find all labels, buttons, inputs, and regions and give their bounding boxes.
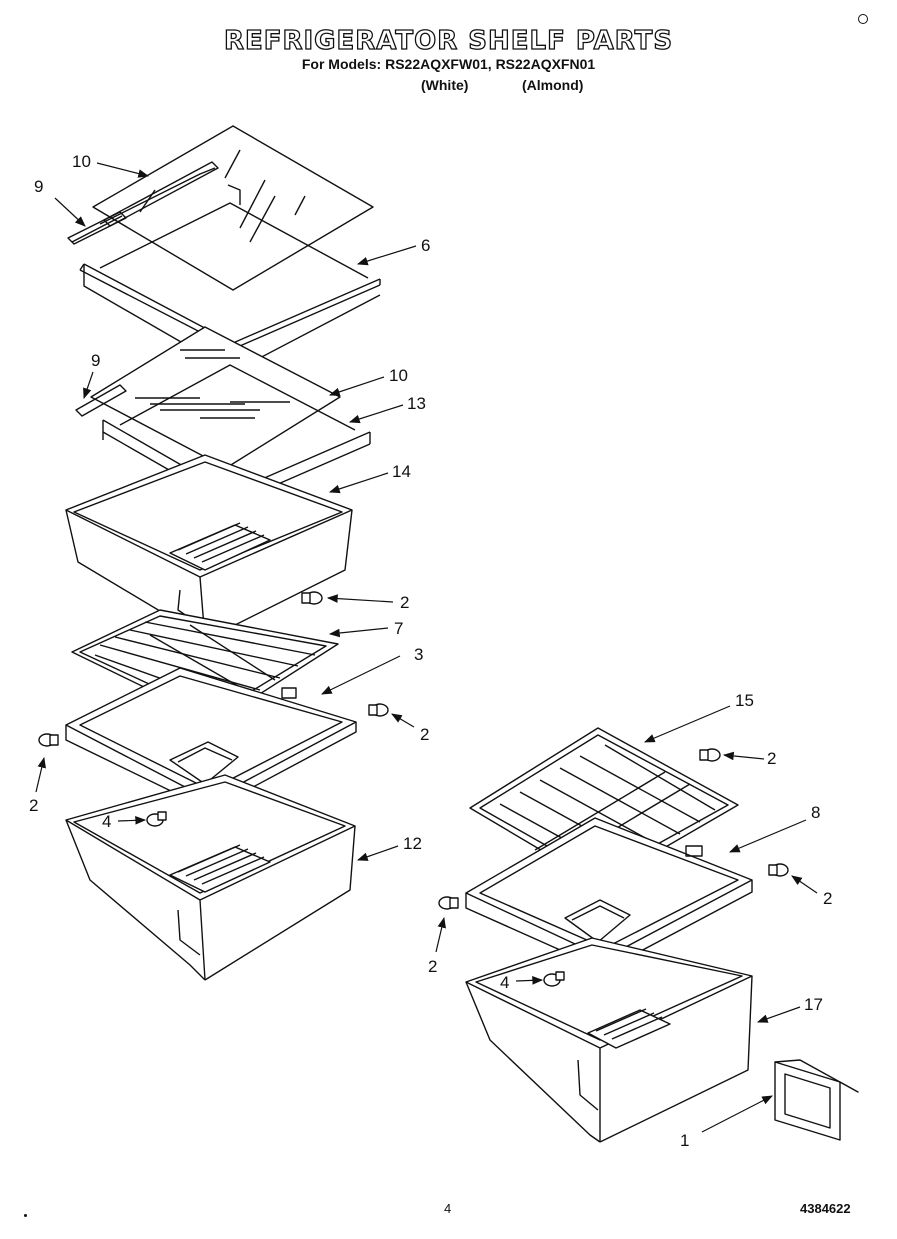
callout-4-left: 4 (102, 812, 111, 831)
callout-2-e: 2 (823, 889, 832, 908)
models-prefix: For Models: (301, 56, 382, 72)
callout-17: 17 (804, 995, 823, 1014)
variant-white: (White) (421, 77, 469, 93)
shelf-trim-top (67, 211, 127, 245)
page-header: REFRIGERATOR SHELF PARTS For Models: RS2… (0, 25, 897, 73)
shelf-trim-middle (75, 384, 127, 417)
callout-13: 13 (407, 394, 426, 413)
roller-hanger-a (301, 591, 323, 605)
model-number-white: RS22AQXFW01 (385, 56, 488, 72)
crisper-cover-frame-left (65, 667, 357, 811)
stud-right (543, 971, 565, 987)
document-number: 4384622 (800, 1201, 851, 1216)
callout-2-b: 2 (420, 725, 429, 744)
crisper-drawer-lower (65, 774, 356, 981)
callout-10-top: 10 (72, 152, 91, 171)
callout-12: 12 (403, 834, 422, 853)
model-number-almond: RS22AQXFN01 (495, 56, 596, 72)
callout-10-middle: 10 (389, 366, 408, 385)
crisper-cover-ribbed-left (71, 609, 339, 723)
callout-8: 8 (811, 803, 820, 822)
crisper-drawer-upper (65, 454, 353, 641)
callout-1: 1 (680, 1131, 689, 1150)
callout-2-c: 2 (29, 796, 38, 815)
roller-hanger-e (768, 863, 789, 877)
roller-hanger-c (38, 733, 59, 747)
callout-9-top: 9 (34, 177, 43, 196)
roller-hanger-b (368, 703, 389, 717)
crisper-drawer-right (465, 937, 753, 1143)
callout-7: 7 (394, 619, 403, 638)
model-separator: , (487, 56, 492, 72)
callout-9-middle: 9 (91, 351, 100, 370)
variant-almond: (Almond) (522, 77, 584, 93)
leader-lines (35, 162, 818, 1133)
roller-hanger-d (699, 748, 721, 762)
roller-hanger-f (438, 896, 459, 910)
callout-2-d: 2 (767, 749, 776, 768)
callout-2-f: 2 (428, 957, 437, 976)
corner-mark (858, 14, 868, 24)
callout-6: 6 (421, 236, 430, 255)
model-line: For Models: RS22AQXFW01, RS22AQXFN01 (0, 56, 897, 73)
stud-left (146, 811, 167, 827)
scan-mark (24, 1214, 27, 1217)
drawer-window-insert (774, 1059, 859, 1141)
page-title: REFRIGERATOR SHELF PARTS (223, 25, 674, 56)
callout-3: 3 (414, 645, 423, 664)
glass-shelf-middle (90, 326, 341, 469)
callout-15: 15 (735, 691, 754, 710)
callout-2-a: 2 (400, 593, 409, 612)
page-number: 4 (444, 1201, 452, 1216)
glass-shelf-top (92, 125, 374, 291)
callout-14: 14 (392, 462, 411, 481)
callout-4-right: 4 (500, 973, 509, 992)
